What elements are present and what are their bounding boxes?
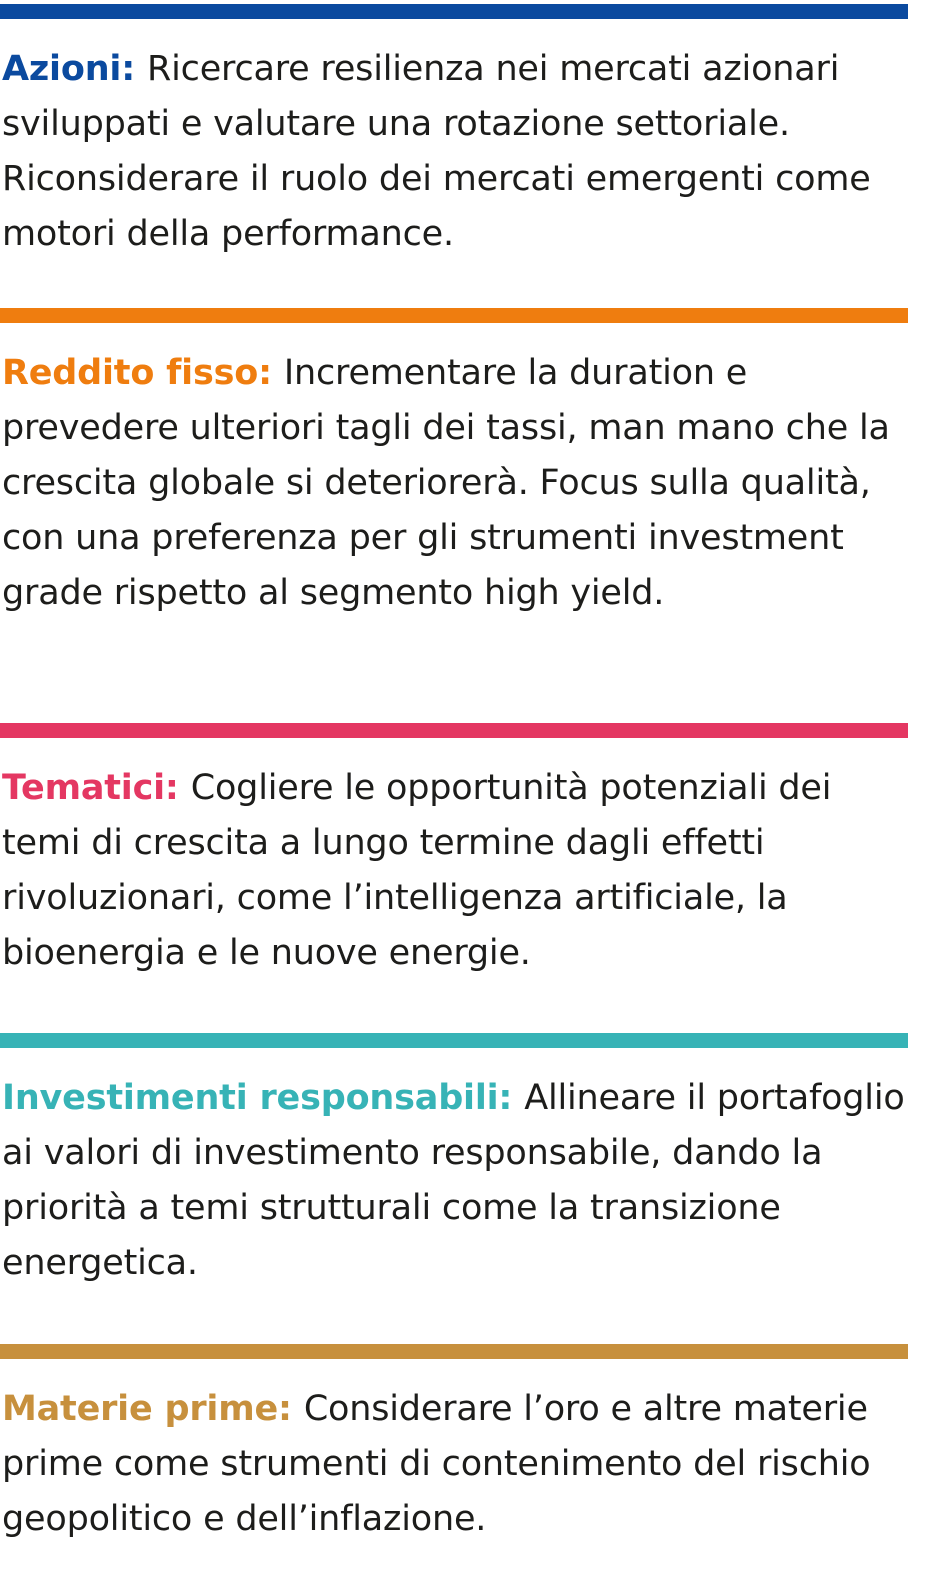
azioni-text: Ricercare resilienza nei mercati azionar… [2, 49, 871, 254]
materie-prime-paragraph: Materie prime:Considerare l’oro e altre … [2, 1382, 908, 1547]
azioni-paragraph: Azioni:Ricercare resilienza nei mercati … [2, 42, 908, 262]
investimenti-responsabili-divider [0, 1033, 908, 1048]
tematici-label: Tematici: [2, 768, 179, 808]
azioni-label: Azioni: [2, 49, 136, 89]
reddito-fisso-divider [0, 308, 908, 323]
tematici-paragraph: Tematici:Cogliere le opportunità potenzi… [2, 761, 908, 981]
investimenti-responsabili-label: Investimenti responsabili: [2, 1078, 513, 1118]
tematici-divider [0, 723, 908, 738]
investimenti-responsabili-text: Allineare il portafoglio ai valori di in… [2, 1078, 905, 1283]
tematici-text: Cogliere le opportunità potenziali dei t… [2, 768, 832, 973]
materie-prime-label: Materie prime: [2, 1389, 292, 1429]
investimenti-responsabili-paragraph: Investimenti responsabili:Allineare il p… [2, 1071, 908, 1291]
materie-prime-text: Considerare l’oro e altre materie prime … [2, 1389, 871, 1539]
azioni-divider [0, 4, 908, 19]
materie-prime-divider [0, 1344, 908, 1359]
reddito-fisso-paragraph: Reddito fisso:Incrementare la duration e… [2, 346, 908, 621]
reddito-fisso-text: Incrementare la duration e prevedere ult… [2, 353, 890, 613]
reddito-fisso-label: Reddito fisso: [2, 353, 272, 393]
